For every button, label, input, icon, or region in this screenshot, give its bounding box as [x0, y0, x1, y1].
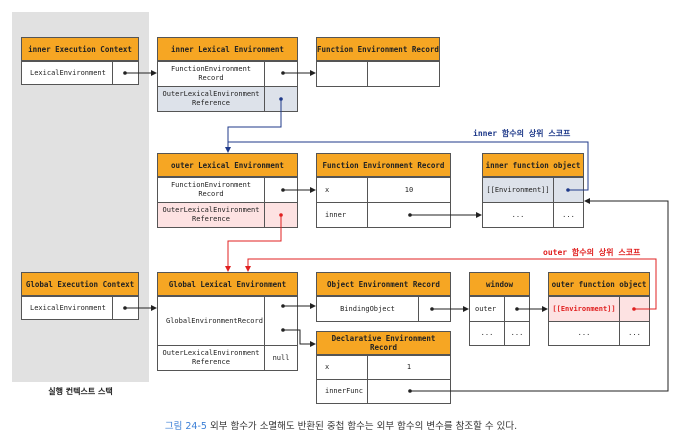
- inner-execution-context-title: inner Execution Context: [21, 37, 139, 61]
- arrow-outer-fn-environment: [245, 258, 657, 310]
- object-environment-record-title: Object Environment Record: [316, 272, 451, 296]
- arrow-innerfunc-to-inner-fn: [410, 198, 669, 392]
- outer-fn-more-2: ...: [619, 321, 650, 346]
- decl-key-innerfunc: innerFunc: [316, 379, 368, 404]
- figure-caption: 그림 24-5 외부 함수가 소멸해도 반환된 중첩 함수는 외부 함수의 변수…: [0, 418, 682, 432]
- inner-fn-more-1: ...: [482, 202, 554, 228]
- inner-fer-empty-value: [367, 61, 440, 87]
- outer-fer-value-x: 10: [367, 177, 451, 203]
- window-object-title: window: [469, 272, 530, 296]
- outer-scope-label: outer 함수의 상위 스코프: [543, 248, 641, 257]
- declarative-environment-record-title: Declarative Environment Record: [316, 331, 451, 355]
- outer-function-environment-record-title: Function Environment Record: [316, 153, 451, 177]
- inner-scope-label: inner 함수의 상위 스코프: [473, 129, 571, 138]
- arrow-inner-fn-environment: [228, 141, 589, 191]
- outer-lex-outer-reference: OuterLexicalEnvironment Reference: [157, 202, 265, 228]
- stack-label: 실행 컨텍스트 스택: [48, 387, 113, 396]
- global-execution-context-title: Global Execution Context: [21, 272, 139, 296]
- inner-function-object-title: inner function object: [482, 153, 584, 177]
- inner-lexical-environment-title: inner Lexical Environment: [157, 37, 298, 61]
- inner-lex-outer-reference: OuterLexicalEnvironment Reference: [157, 86, 265, 112]
- arrow-inner-outer-reference: [225, 99, 282, 153]
- outer-fer-key-inner: inner: [316, 202, 368, 228]
- arrow-global-to-declarative-record: [283, 329, 316, 347]
- arrow-outer-outer-reference: [225, 215, 282, 272]
- global-outer-reference: OuterLexicalEnvironment Reference: [157, 345, 265, 371]
- inner-lex-record-pointer: [264, 61, 298, 87]
- outer-function-object-title: outer function object: [548, 272, 650, 296]
- binding-object: BindingObject: [316, 296, 419, 322]
- global-record-pointer: [264, 296, 298, 346]
- caption-text: 외부 함수가 소멸해도 반환된 중첩 함수는 외부 함수의 변수를 참조할 수 …: [209, 421, 518, 432]
- inner-fn-more-2: ...: [553, 202, 584, 228]
- window-more-2: ...: [504, 321, 530, 346]
- outer-lexical-environment-title: outer Lexical Environment: [157, 153, 298, 177]
- global-outer-null: null: [264, 345, 298, 371]
- outer-fn-more-1: ...: [548, 321, 620, 346]
- inner-fn-environment-slot: [[Environment]]: [482, 177, 554, 203]
- inner-function-environment-record-title: Function Environment Record: [316, 37, 440, 61]
- global-ec-lexical-environment: LexicalEnvironment: [21, 296, 113, 320]
- inner-fer-empty-key: [316, 61, 368, 87]
- inner-ec-lexical-environment: LexicalEnvironment: [21, 61, 113, 85]
- global-lexical-environment-title: Global Lexical Environment: [157, 272, 298, 296]
- outer-lex-function-environment-record: FunctionEnvironment Record: [157, 177, 265, 203]
- figure-number: 그림 24-5: [164, 421, 207, 432]
- decl-value-x: 1: [367, 355, 451, 380]
